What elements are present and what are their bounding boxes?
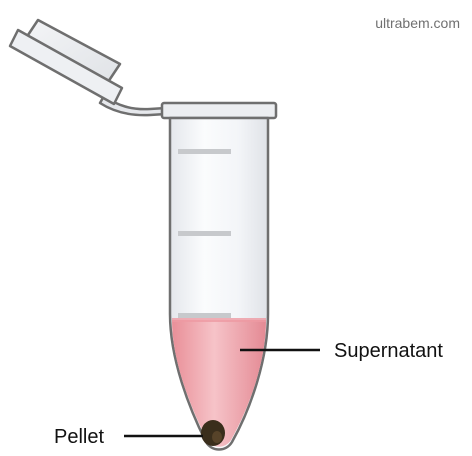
supernatant-label: Supernatant: [334, 340, 443, 362]
watermark: ultrabem.com: [375, 15, 460, 31]
pellet-label: Pellet: [54, 426, 104, 448]
tube-cap: [10, 20, 122, 104]
tube-rim: [162, 103, 276, 118]
pellet-highlight: [212, 431, 222, 443]
graduation-mark-middle: [178, 231, 231, 236]
graduation-mark-top: [178, 149, 231, 154]
pellet: [201, 420, 225, 446]
graduation-mark-bottom: [178, 313, 231, 318]
liquid-surface: [172, 318, 266, 322]
